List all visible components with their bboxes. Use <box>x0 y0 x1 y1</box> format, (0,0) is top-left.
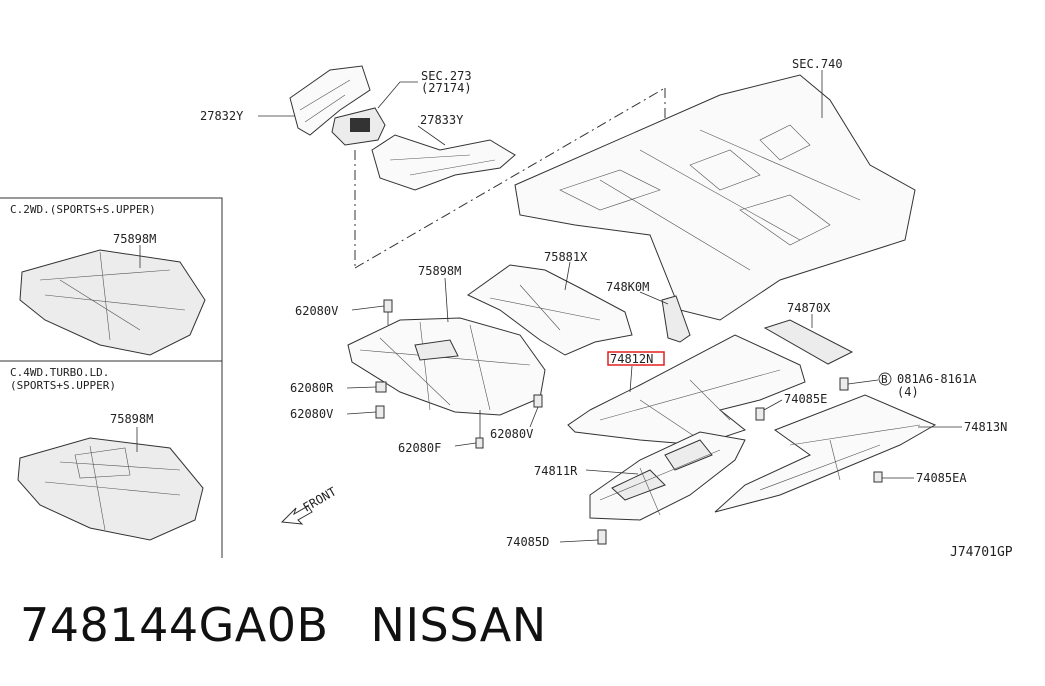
label-74085E: 74085E <box>784 392 827 406</box>
part-caption: 748144GA0B NISSAN <box>20 598 589 652</box>
duct-27833Y <box>371 134 516 191</box>
undercover-74812N <box>567 334 806 446</box>
label-sec273: SEC.273 <box>421 69 472 83</box>
parts-diagram: C.2WD.(SPORTS+S.UPPER) 75898M C.4WD.TURB… <box>0 57 1013 560</box>
floor-panel-sec740 <box>514 74 916 321</box>
bolt-62080V-a <box>383 299 393 325</box>
label-75881X: 75881X <box>544 250 588 264</box>
label-748K0M: 748K0M <box>606 280 649 294</box>
diagram-id: J74701GP <box>950 545 1013 560</box>
bracket-748K0M <box>661 295 691 343</box>
inset-2-undercover <box>17 427 204 541</box>
label-62080R: 62080R <box>290 381 334 395</box>
bolt-74085EA <box>873 471 883 483</box>
label-74085EA: 74085EA <box>916 471 967 485</box>
label-74813N: 74813N <box>964 420 1007 434</box>
label-sec273-sub: (27174) <box>421 81 472 95</box>
bracket-27832Y <box>289 65 371 136</box>
label-081A6-qty: (4) <box>897 385 919 399</box>
strip-74870X <box>763 319 854 365</box>
label-74870X: 74870X <box>787 301 831 315</box>
b-mark-circle <box>878 372 892 386</box>
undercover-74811R <box>589 431 746 521</box>
front-arrow-icon <box>280 505 313 525</box>
label-sec740: SEC.740 <box>792 57 843 71</box>
label-62080V-a: 62080V <box>295 304 338 318</box>
undercover-75898M <box>347 317 546 416</box>
label-74812N: 74812N <box>610 352 653 366</box>
brand-name: NISSAN <box>370 598 547 652</box>
label-27832Y: 27832Y <box>200 109 244 123</box>
bolt-74085D <box>597 529 607 545</box>
bolt-62080V-c <box>533 394 543 408</box>
label-74085D: 74085D <box>506 535 549 549</box>
inset-2-part-label: 75898M <box>110 412 153 426</box>
panel-75881X <box>467 264 633 356</box>
label-081A6: 081A6-8161A <box>897 372 977 386</box>
inset-1-title: C.2WD.(SPORTS+S.UPPER) <box>10 203 156 216</box>
inset-frame <box>0 197 223 558</box>
bolt-74085E <box>755 407 765 421</box>
label-75898M: 75898M <box>418 264 461 278</box>
label-74811R: 74811R <box>534 464 578 478</box>
label-27833Y: 27833Y <box>420 113 464 127</box>
component-sec273 <box>331 107 386 146</box>
bolt-62080F <box>475 410 484 449</box>
label-62080V-b: 62080V <box>290 407 333 421</box>
bolt-62080V-b <box>375 405 385 419</box>
undercover-74813N <box>714 394 937 513</box>
bolt-081A6 <box>839 377 849 391</box>
label-62080F: 62080F <box>398 441 441 455</box>
label-081A6-mark: B <box>881 373 888 386</box>
inset-2-title-line1: C.4WD.TURBO.LD. <box>10 366 109 379</box>
part-number: 748144GA0B <box>20 598 329 652</box>
highlight-box-74812N <box>607 351 665 366</box>
inset-1-undercover <box>19 245 206 356</box>
inset-2-title-line2: (SPORTS+S.UPPER) <box>10 379 116 392</box>
label-62080V-c: 62080V <box>490 427 533 441</box>
label-front: FRONT <box>301 484 339 514</box>
clip-62080R <box>375 381 387 393</box>
inset-1-part-label: 75898M <box>113 232 156 246</box>
